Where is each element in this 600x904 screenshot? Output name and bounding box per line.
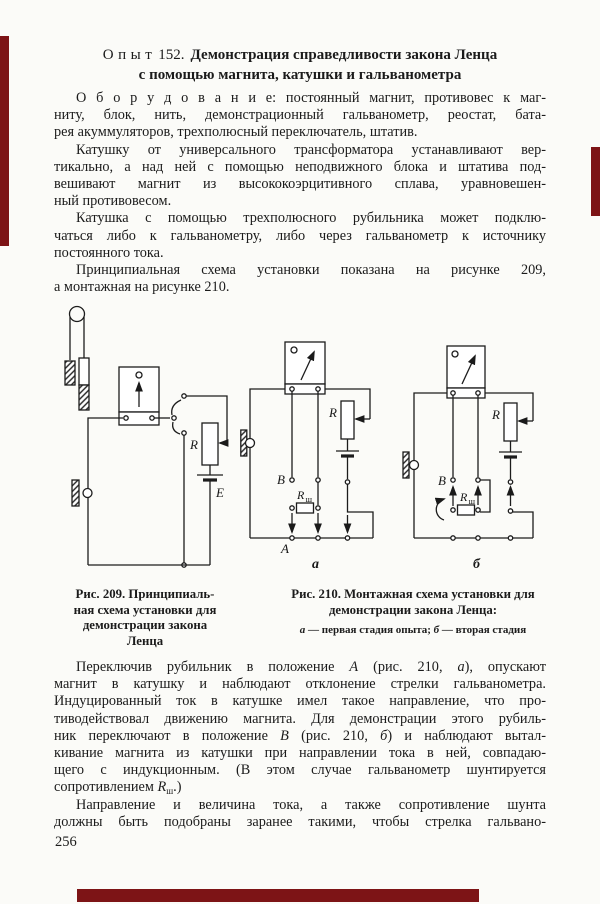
magnet <box>78 357 90 411</box>
fig210b-wiring-diagram: B R R ш б <box>402 345 534 572</box>
text-line: Катушка с помощью трехполюсного рубильни… <box>76 210 546 227</box>
coil <box>71 479 93 507</box>
text-line: ник переключают в положение В (рис. 210,… <box>54 727 546 744</box>
upper-text-column: О б о р у д о в а н и е: постоянный магн… <box>54 90 546 296</box>
paragraph-setup: Катушку от универсального трансформатора… <box>54 142 546 211</box>
text-line: вешивают магнит из высококоэрцитивного с… <box>54 176 546 193</box>
text-line: чаться либо к гальванометру, либо через … <box>54 227 546 244</box>
text-line: тикально, а над ней с помощью неподвижно… <box>54 158 546 175</box>
pulley-and-stand <box>68 305 86 360</box>
text-line: Переключив рубильник в положение А (рис.… <box>76 659 546 675</box>
rheostat <box>340 400 355 440</box>
rheostat <box>201 422 219 466</box>
shunt-resistor <box>289 502 321 514</box>
text-line: сопротивлением Rш.) <box>54 779 182 797</box>
coil <box>240 429 256 457</box>
text-line: ный противовесом. <box>54 193 172 210</box>
resistor-label: R <box>328 405 337 420</box>
fig210a-wiring-diagram: B R R ш A а <box>240 341 374 572</box>
fig209-schematic-diagram: R E <box>64 305 229 568</box>
lower-text-column: Переключив рубильник в положение А (рис.… <box>54 659 546 831</box>
text-line: рея акуммуляторов, трехполюсный переключ… <box>54 124 418 141</box>
contact-a-label: A <box>280 541 289 556</box>
needle <box>300 350 315 381</box>
battery-label: E <box>215 485 224 500</box>
text-line: постоянного тока. <box>54 244 164 261</box>
text-line: Рис. 209. Принципиаль- <box>75 587 215 601</box>
battery <box>499 451 522 459</box>
text-line: должны быть подобраны заранее такими, чт… <box>54 813 546 830</box>
shunt-label-sub: ш <box>469 496 476 506</box>
galvanometer <box>118 366 160 426</box>
scan-mark-left <box>0 36 9 246</box>
stage-tag: а <box>312 557 319 572</box>
galvanometer <box>446 345 486 399</box>
text-line: О б о р у д о в а н и е: постоянный магн… <box>76 90 546 106</box>
text-line: а — первая стадия опыта; б — вторая стад… <box>299 624 527 636</box>
rheostat <box>503 402 518 442</box>
text-line: магнит в катушку и наблюдают отклонение … <box>54 676 546 693</box>
text-line: ниту, блок, нить, демонстрационный гальв… <box>54 107 546 124</box>
resistor-label: R <box>491 407 500 422</box>
shunt-resistor <box>450 504 481 516</box>
paragraph-scheme-ref: Принципиальная схема установки показана … <box>54 262 546 296</box>
title-line-2: с помощью магнита, катушки и гальваномет… <box>138 67 462 83</box>
counterweight <box>64 360 76 386</box>
text-line: демонстрации закона <box>82 618 208 632</box>
text-line: Катушку от универсального трансформатора… <box>76 141 546 158</box>
contact-b-label: B <box>438 473 446 488</box>
paragraph-note: Направление и величина тока, а также соп… <box>54 797 546 831</box>
scan-mark-bottom <box>77 889 479 902</box>
battery <box>197 474 223 482</box>
shunt-label: R <box>296 488 305 502</box>
coil <box>402 451 420 479</box>
page-number: 256 <box>55 834 77 850</box>
text-line: Ленца <box>126 633 164 648</box>
rotation-arrow <box>434 497 446 521</box>
experiment-number: 152. <box>158 47 185 63</box>
experiment-word: Опыт <box>102 47 157 63</box>
text-line: ная схема установки для <box>73 602 217 617</box>
paragraph-equipment: О б о р у д о в а н и е: постоянный магн… <box>54 90 546 142</box>
battery <box>336 450 359 458</box>
resistor-label: R <box>189 437 198 452</box>
title-text: Демонстрация справедливости закона Ленца <box>190 47 498 63</box>
scan-mark-right <box>591 147 600 216</box>
fig210-subcaption: а — первая стадия опыта; б — вторая стад… <box>246 623 580 637</box>
contact-b-label: B <box>277 472 285 487</box>
stage-tag: б <box>473 557 481 572</box>
text-line: Принципиальная схема установки показана … <box>76 262 546 279</box>
text-line: тиводействовал движению магнита. Для дем… <box>54 710 546 727</box>
shunt-label: R <box>459 490 468 504</box>
text-line: Индуцированный ток в катушке имел такое … <box>54 693 546 710</box>
shunt-label-sub: ш <box>306 494 313 504</box>
needle <box>461 354 476 385</box>
paragraph-procedure: Переключив рубильник в положение А (рис.… <box>54 659 546 797</box>
text-line: а монтажная на рисунке 210. <box>54 279 230 296</box>
paragraph-switching: Катушка с помощью трехполюсного рубильни… <box>54 210 546 262</box>
fig209-caption: Рис. 209. Принципиаль-ная схема установк… <box>50 587 240 649</box>
text-line: Направление и величина тока, а также соп… <box>76 796 546 813</box>
text-line: щего с индукционным. (В этом случае галь… <box>54 762 546 779</box>
text-line: кивание магнита из катушки при направлен… <box>54 745 546 762</box>
text-line: Рис. 210. Монтажная схема установки для <box>291 587 535 601</box>
galvanometer <box>284 341 326 395</box>
text-line: демонстрации закона Ленца: <box>328 602 498 617</box>
three-pole-switch <box>171 393 187 436</box>
